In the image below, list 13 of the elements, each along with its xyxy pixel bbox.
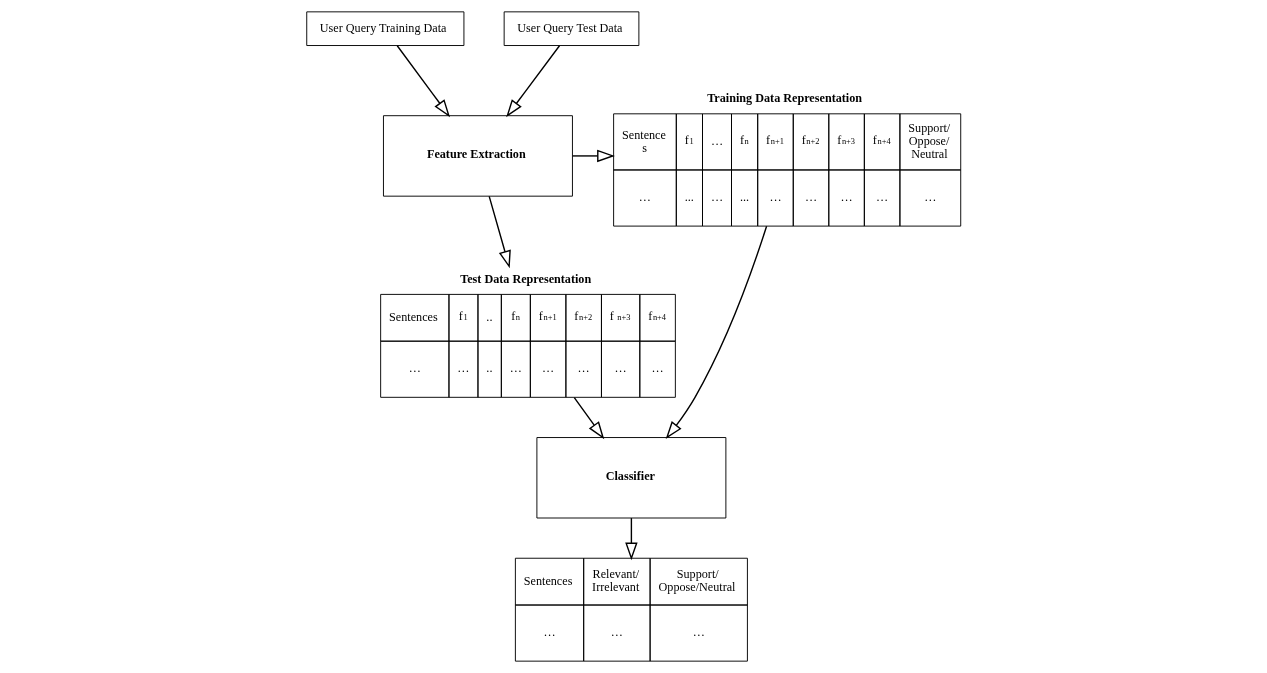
node-box: Classifier <box>536 437 727 519</box>
arrow <box>396 45 451 118</box>
node-box: User Query Training Data <box>306 11 465 46</box>
node-label: Test Data Representation <box>460 271 592 286</box>
arrow <box>571 149 615 163</box>
node-box: Feature Extraction <box>383 115 573 197</box>
arrow <box>506 45 561 118</box>
arrow <box>573 396 605 440</box>
arrow <box>488 195 511 269</box>
node-label: Training Data Representation <box>707 91 863 106</box>
arrow <box>625 517 638 561</box>
arrow <box>665 225 768 439</box>
node-box: User Query Test Data <box>503 11 640 46</box>
